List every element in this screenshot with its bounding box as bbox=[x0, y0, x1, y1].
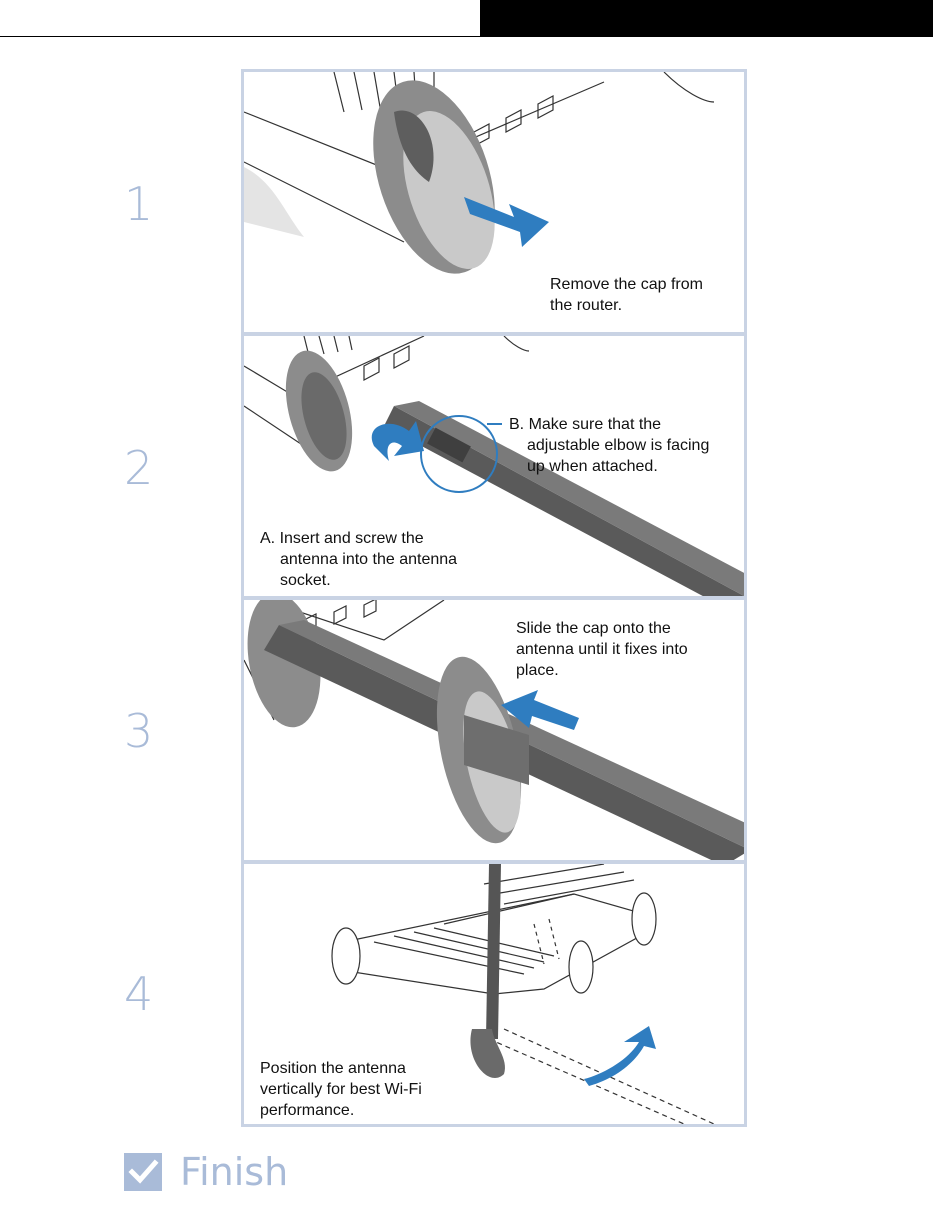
step-3-caption-line-1: Slide the cap onto the bbox=[516, 618, 688, 639]
step-1-caption-line-1: Remove the cap from bbox=[550, 274, 703, 295]
step-3-caption-line-2: antenna until it fixes into bbox=[516, 639, 688, 660]
step-2a-caption-line-2: antenna into the antenna bbox=[260, 549, 457, 570]
step-number-4: 4 bbox=[124, 967, 153, 1021]
step-1-caption-line-2: the router. bbox=[550, 295, 703, 316]
finish-indicator: Finish bbox=[124, 1150, 288, 1194]
step-4-caption-line-3: performance. bbox=[260, 1100, 422, 1121]
step-2a-caption-line-3: socket. bbox=[260, 570, 457, 591]
checkbox-icon bbox=[124, 1153, 162, 1191]
step-2b-caption-line-2: adjustable elbow is facing bbox=[509, 435, 709, 456]
step-3-caption-line-3: place. bbox=[516, 660, 688, 681]
step-2b-caption-line-1: B. Make sure that the bbox=[509, 414, 709, 435]
step-2-panel: B. Make sure that the adjustable elbow i… bbox=[241, 333, 747, 599]
step-2a-caption-line-1: A. Insert and screw the bbox=[260, 528, 457, 549]
step-number-1: 1 bbox=[124, 177, 153, 231]
header-bar bbox=[480, 0, 933, 37]
finish-label: Finish bbox=[180, 1150, 288, 1194]
step-1-panel: Remove the cap from the router. bbox=[241, 69, 747, 335]
step-4-caption-line-1: Position the antenna bbox=[260, 1058, 422, 1079]
step-number-2: 2 bbox=[124, 441, 153, 495]
step-2b-caption-line-3: up when attached. bbox=[509, 456, 709, 477]
step-4-caption-line-2: vertically for best Wi-Fi bbox=[260, 1079, 422, 1100]
step-4-panel: Position the antenna vertically for best… bbox=[241, 861, 747, 1127]
header-rule bbox=[0, 36, 480, 37]
step-3-panel: Slide the cap onto the antenna until it … bbox=[241, 597, 747, 863]
step-number-3: 3 bbox=[124, 704, 153, 758]
